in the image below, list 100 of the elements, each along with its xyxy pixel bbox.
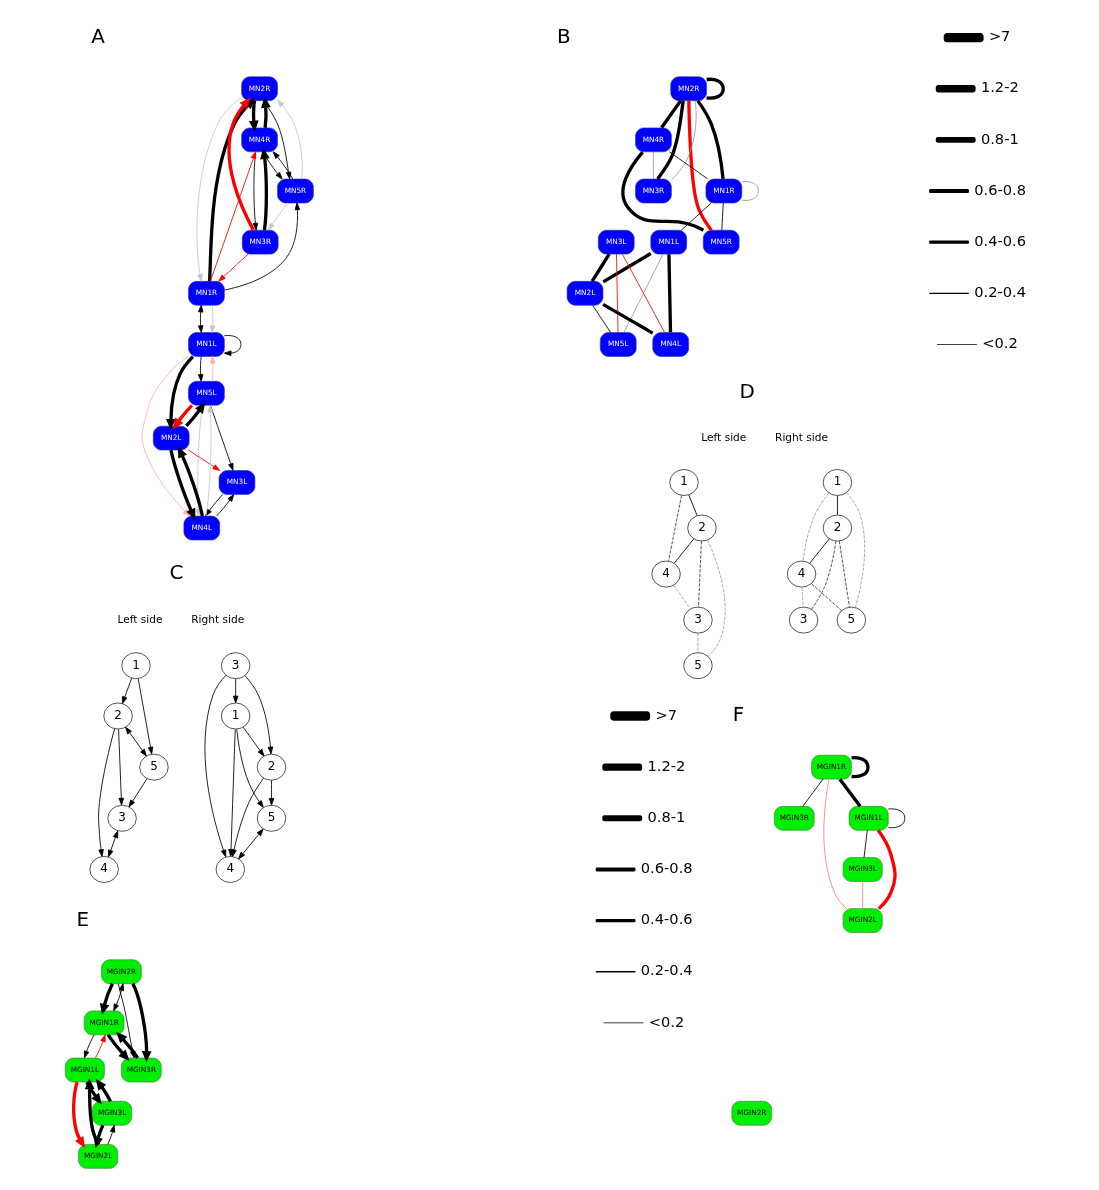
arrow [231, 777, 264, 857]
connector [653, 151, 654, 180]
node-circle: 1 [121, 652, 151, 680]
arrow [267, 202, 288, 231]
connector [802, 778, 824, 807]
connector [680, 202, 712, 231]
legend-label: 0.4-0.6 [640, 910, 693, 928]
connector [602, 252, 652, 284]
arrow [272, 151, 294, 180]
connector [621, 151, 705, 232]
label: Right side [775, 430, 829, 444]
legend-label: <0.2 [648, 1012, 685, 1030]
connector [673, 585, 691, 609]
node-circle: 4 [651, 560, 681, 588]
label: C [169, 561, 184, 585]
label: A [91, 24, 105, 48]
arrow [227, 97, 255, 231]
connector [656, 100, 685, 180]
label: Left side [701, 430, 747, 444]
arrow [263, 100, 292, 180]
connector [802, 492, 830, 562]
connector [616, 253, 619, 333]
arrow [209, 304, 216, 333]
connector [660, 99, 683, 129]
arrow [128, 778, 148, 808]
node-circle: 3 [788, 606, 819, 634]
connector [590, 253, 611, 283]
arrow [261, 96, 271, 128]
arrow [216, 494, 235, 517]
node-circle: 2 [103, 702, 133, 730]
connector [823, 778, 848, 909]
arrow [236, 728, 264, 808]
arrow [197, 356, 204, 382]
legend-label: >7 [655, 705, 677, 723]
connector [721, 202, 724, 231]
connector [811, 583, 842, 611]
connector [846, 492, 865, 608]
arrow [99, 983, 114, 1015]
node-circle: 4 [89, 856, 119, 883]
arrow [268, 779, 275, 806]
connector [801, 587, 804, 608]
arrow [248, 100, 259, 132]
connector [741, 181, 759, 201]
arrow [188, 449, 220, 471]
arrow [224, 202, 301, 291]
label: Left side [117, 612, 163, 626]
arrow [209, 404, 234, 471]
arrow [125, 726, 147, 757]
arrow [166, 355, 195, 431]
connector [688, 494, 698, 516]
node-circle: 2 [256, 753, 287, 781]
legend-label: 0.2-0.4 [640, 961, 693, 979]
connector [862, 881, 864, 909]
node-circle: 3 [107, 804, 137, 832]
arrow [223, 335, 242, 356]
arrow [169, 449, 196, 520]
arrow [83, 1034, 95, 1059]
connector [602, 302, 654, 335]
connector [671, 100, 697, 181]
arrow [108, 830, 119, 858]
node-circle: 1 [822, 469, 853, 496]
label: D [739, 380, 755, 404]
label: E [76, 907, 90, 931]
arrow [277, 99, 303, 180]
connector [838, 778, 862, 808]
connector [707, 539, 726, 657]
legend-label: 0.4-0.6 [974, 231, 1027, 249]
node-circle: 4 [786, 560, 817, 588]
connector [687, 100, 713, 232]
arrow [72, 1081, 85, 1148]
node-circle: 1 [221, 702, 251, 730]
label: F [732, 703, 745, 726]
arrow [95, 1078, 112, 1102]
connector [863, 829, 868, 858]
connector [697, 633, 699, 653]
connector [706, 77, 725, 100]
connector [837, 495, 838, 516]
arrow [209, 151, 256, 282]
label: B [556, 24, 571, 48]
legend-label: 0.2-0.4 [974, 283, 1027, 301]
arrow [185, 402, 206, 428]
arrow [118, 728, 125, 806]
arrow [244, 675, 274, 755]
arrow [113, 983, 125, 1012]
arrow [196, 97, 242, 282]
arrow [218, 253, 249, 282]
connector [809, 538, 830, 564]
connector [674, 538, 695, 564]
node-circle: 2 [687, 514, 717, 542]
arrow [107, 1124, 116, 1145]
legend-label: <0.2 [982, 334, 1018, 352]
connector [698, 541, 702, 608]
node-circle: 4 [215, 856, 245, 883]
connector [876, 829, 897, 910]
arrow [98, 728, 115, 857]
arrow [172, 404, 194, 430]
node-circle: 5 [139, 753, 169, 781]
arrow [94, 1034, 106, 1059]
arrow [106, 1033, 130, 1061]
arrow [242, 726, 265, 757]
